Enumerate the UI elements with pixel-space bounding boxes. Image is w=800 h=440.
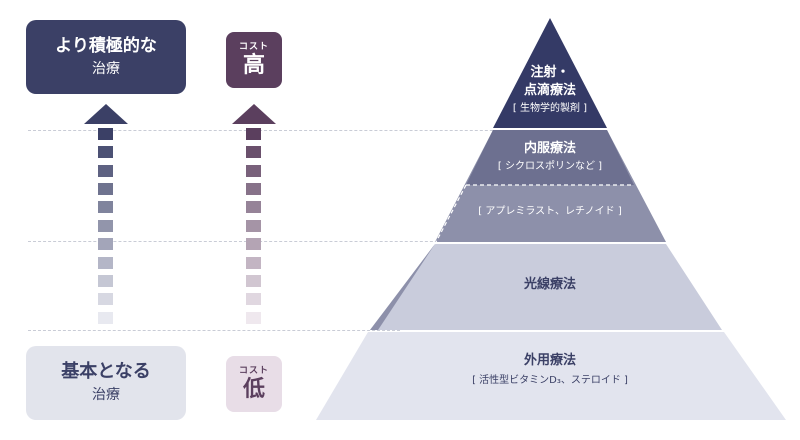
tier-injection-title-line2: 点滴療法: [523, 83, 576, 98]
cost-segs-segment: [246, 274, 261, 287]
pyramid-tier-phototherapy: [370, 244, 722, 330]
tier-topical-title: 外用療法: [523, 353, 576, 368]
tier-phototherapy-title: 光線療法: [523, 277, 576, 292]
guide-line-top: [28, 130, 528, 131]
cost-high-label: コスト: [238, 42, 269, 52]
treat-segs-segment: [98, 274, 113, 287]
basic-treatment-box: 基本となる 治療: [26, 346, 186, 420]
top-box-line1: より積極的な: [55, 36, 157, 56]
tier-oral-text: 内服療法 [ シクロスポリンなど ]: [470, 140, 630, 174]
tier-injection-sub: [ 生物学的製剤 ]: [512, 103, 588, 114]
bottom-box-line1: 基本となる: [61, 361, 151, 382]
top-box-line2: 治療: [92, 61, 120, 77]
treat-segs-segment: [98, 164, 113, 177]
treat-segs-segment: [98, 293, 113, 306]
cost-high-badge: コスト 高: [226, 32, 282, 88]
cost-low-value: 低: [242, 377, 265, 402]
guide-line-middle: [28, 241, 458, 242]
tier-injection-text: 注射・ 点滴療法 [ 生物学的製剤 ]: [480, 64, 620, 116]
pyramid-tier-injection: [493, 18, 607, 128]
pyramid-tier-oral-upper: [466, 130, 634, 185]
cost-segs-segment: [246, 201, 261, 214]
cost-segs-segment: [246, 256, 261, 269]
cost-segs-segment: [246, 146, 261, 159]
tier-topical-text: 外用療法 [ 活性型ビタミンD₃、ステロイド ]: [430, 352, 670, 388]
treat-segs-segment: [98, 256, 113, 269]
guide-line-bottom: [28, 330, 400, 331]
tier-phototherapy-text: 光線療法: [470, 276, 630, 294]
treat-segs-segment: [98, 201, 113, 214]
cost-arrow-up-icon: [232, 104, 276, 124]
treat-segs-segment: [98, 128, 113, 140]
tier-injection-title-line1: 注射・: [530, 65, 570, 80]
treat-segs-segment: [98, 238, 113, 251]
tier-oral-other-sub: [ アプレミラスト、レチノイド ]: [478, 206, 622, 217]
tier-oral-other-text: [ アプレミラスト、レチノイド ]: [450, 205, 650, 219]
tier-oral-title: 内服療法: [523, 141, 576, 156]
cost-segs-segment: [246, 128, 261, 140]
tier-topical-sub: [ 活性型ビタミンD₃、ステロイド ]: [472, 375, 628, 386]
more-aggressive-treatment-box: より積極的な 治療: [26, 20, 186, 94]
cost-high-value: 高: [242, 53, 265, 78]
cost-segs-segment: [246, 238, 261, 251]
cost-segs-segment: [246, 293, 261, 306]
treat-segs-segment: [98, 183, 113, 196]
cost-segs-segment: [246, 219, 261, 232]
pyramid-tier-oral-left-wedge: [370, 244, 435, 330]
pyramid-tier-topical: [316, 332, 786, 420]
treat-segs-segment: [98, 146, 113, 159]
cost-low-badge: コスト 低: [226, 356, 282, 412]
treatment-arrow-up-icon: [84, 104, 128, 124]
cost-segs-segment: [246, 311, 261, 324]
cost-low-label: コスト: [238, 366, 269, 376]
bottom-box-line2: 治療: [92, 387, 120, 403]
cost-segs-segment: [246, 183, 261, 196]
tier-oral-sub: [ シクロスポリンなど ]: [497, 161, 603, 172]
treat-segs-segment: [98, 311, 113, 324]
cost-segs-segment: [246, 164, 261, 177]
treat-segs-segment: [98, 219, 113, 232]
